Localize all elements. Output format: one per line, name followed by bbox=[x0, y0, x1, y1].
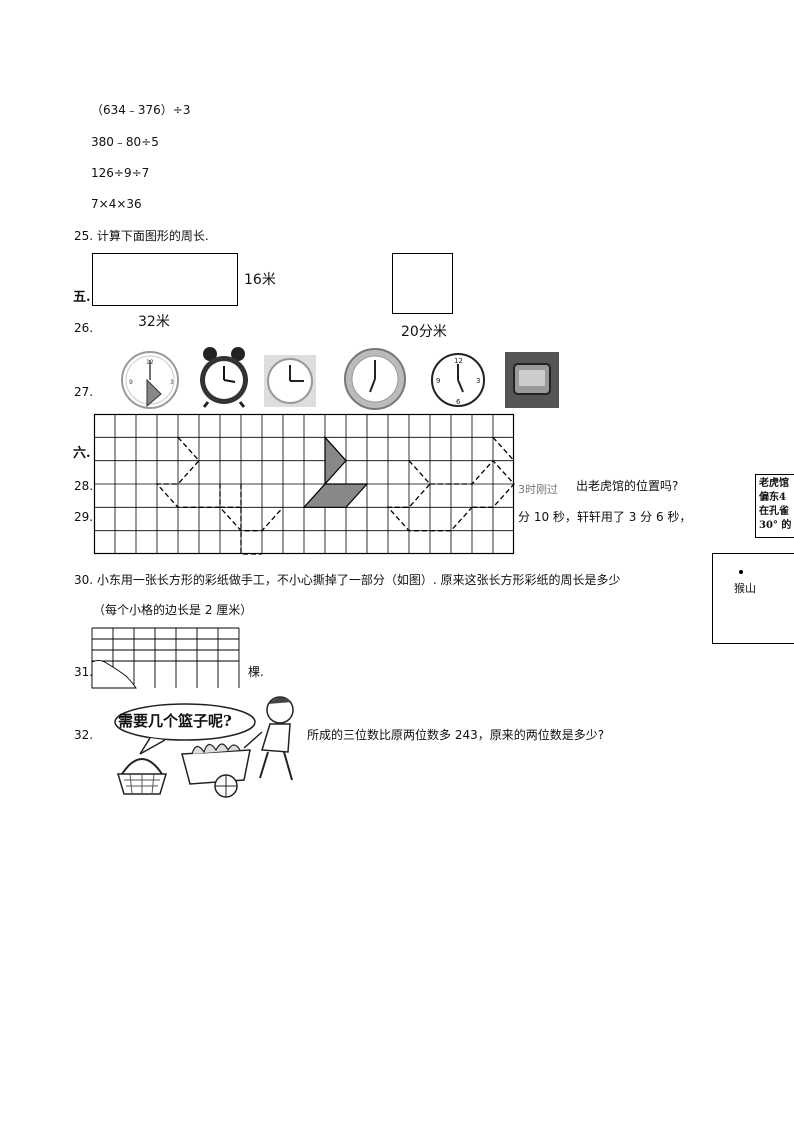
question-32-text: 所成的三位数比原两位数多 243，原来的两位数是多少? bbox=[307, 728, 605, 742]
question-28-number: 28. bbox=[74, 479, 94, 493]
monkey-hill-label: 猴山 bbox=[734, 582, 756, 595]
question-29-number: 29. bbox=[74, 510, 94, 524]
question-31-number: 31. bbox=[74, 665, 94, 679]
torn-edge bbox=[91, 659, 137, 689]
speech-bubble-text: 需要几个篮子呢? bbox=[118, 712, 232, 730]
monkey-hill-dot-icon bbox=[739, 570, 743, 574]
question-30-note: （每个小格的边长是 2 厘米） bbox=[93, 603, 253, 617]
dashed-shape-1 bbox=[155, 436, 221, 508]
section-six-heading: 六. bbox=[73, 446, 91, 461]
svg-text:3: 3 bbox=[476, 377, 480, 385]
rectangle-height-label: 16米 bbox=[244, 272, 276, 288]
dashed-shape-2 bbox=[240, 484, 262, 555]
dashed-shape-6 bbox=[492, 436, 515, 462]
question-32-number: 32. bbox=[74, 728, 94, 742]
expression-4: 7×4×36 bbox=[91, 197, 142, 211]
svg-text:6: 6 bbox=[456, 398, 461, 406]
paper-grid-group bbox=[91, 627, 240, 688]
expression-2: 380﹣80÷5 bbox=[91, 135, 159, 149]
question-27-number: 27. bbox=[74, 385, 94, 399]
clock-partial-image: 12 9 3 bbox=[121, 351, 179, 409]
rectangle-width-label: 32米 bbox=[138, 314, 170, 330]
tiger-house-clue-box: 老虎馆 偏东4 在孔雀 30° 的 bbox=[755, 474, 794, 538]
question-25: 25. 计算下面图形的周长. bbox=[74, 228, 209, 244]
square-figure bbox=[392, 253, 453, 314]
expression-3: 126÷9÷7 bbox=[91, 166, 150, 180]
clue-line-4: 30° 的 bbox=[759, 520, 792, 531]
basket-cart-illustration bbox=[114, 696, 294, 798]
expression-1: （634﹣376）÷3 bbox=[91, 103, 191, 117]
boat-hull bbox=[302, 483, 369, 508]
alarm-clock-image bbox=[200, 347, 248, 408]
question-text: 计算下面图形的周长. bbox=[96, 229, 209, 243]
dashed-shape-3 bbox=[218, 506, 284, 532]
question-28-text-b: 出老虎馆的位置吗? bbox=[576, 479, 679, 493]
question-number: 25. bbox=[74, 229, 94, 243]
question-26-number: 26. bbox=[74, 321, 94, 335]
svg-text:9: 9 bbox=[436, 377, 440, 385]
question-text: 小东用一张长方形的彩纸做手工，不小心撕掉了一部分（如图）. 原来这张长方形彩纸的… bbox=[96, 573, 621, 587]
clue-line-3: 在孔雀 bbox=[759, 506, 789, 517]
dashed-shape-5 bbox=[430, 459, 515, 508]
svg-text:12: 12 bbox=[146, 359, 154, 366]
zoo-map-box: 猴山 bbox=[712, 553, 794, 644]
wall-clock-square-image bbox=[264, 355, 316, 407]
svg-text:9: 9 bbox=[129, 379, 133, 386]
square-side-label: 20分米 bbox=[401, 324, 447, 340]
question-28-text-a: 3时刚过 bbox=[518, 483, 558, 496]
question-29-text: 分 10 秒，轩轩用了 3 分 6 秒， bbox=[518, 510, 692, 524]
question-30: 30. 小东用一张长方形的彩纸做手工，不小心撕掉了一部分（如图）. 原来这张长方… bbox=[74, 572, 702, 588]
rectangle-figure bbox=[92, 253, 238, 306]
translation-grid-image bbox=[93, 413, 515, 555]
question-number: 30. bbox=[74, 573, 94, 587]
boat-sail bbox=[324, 435, 347, 486]
svg-text:3: 3 bbox=[170, 379, 174, 386]
silver-clock-image bbox=[344, 348, 406, 410]
section-five-heading: 五. bbox=[73, 290, 91, 305]
clue-line-1: 老虎馆 bbox=[759, 478, 789, 489]
numbered-clock-image: 12 9 3 6 bbox=[431, 353, 485, 407]
clue-line-2: 偏东4 bbox=[759, 492, 786, 503]
digital-watch-image bbox=[505, 352, 559, 408]
question-31-text: 棵. bbox=[248, 665, 264, 679]
torn-paper-grid-image bbox=[91, 627, 240, 689]
dashed-shape-4 bbox=[386, 460, 473, 532]
svg-text:12: 12 bbox=[454, 357, 463, 365]
